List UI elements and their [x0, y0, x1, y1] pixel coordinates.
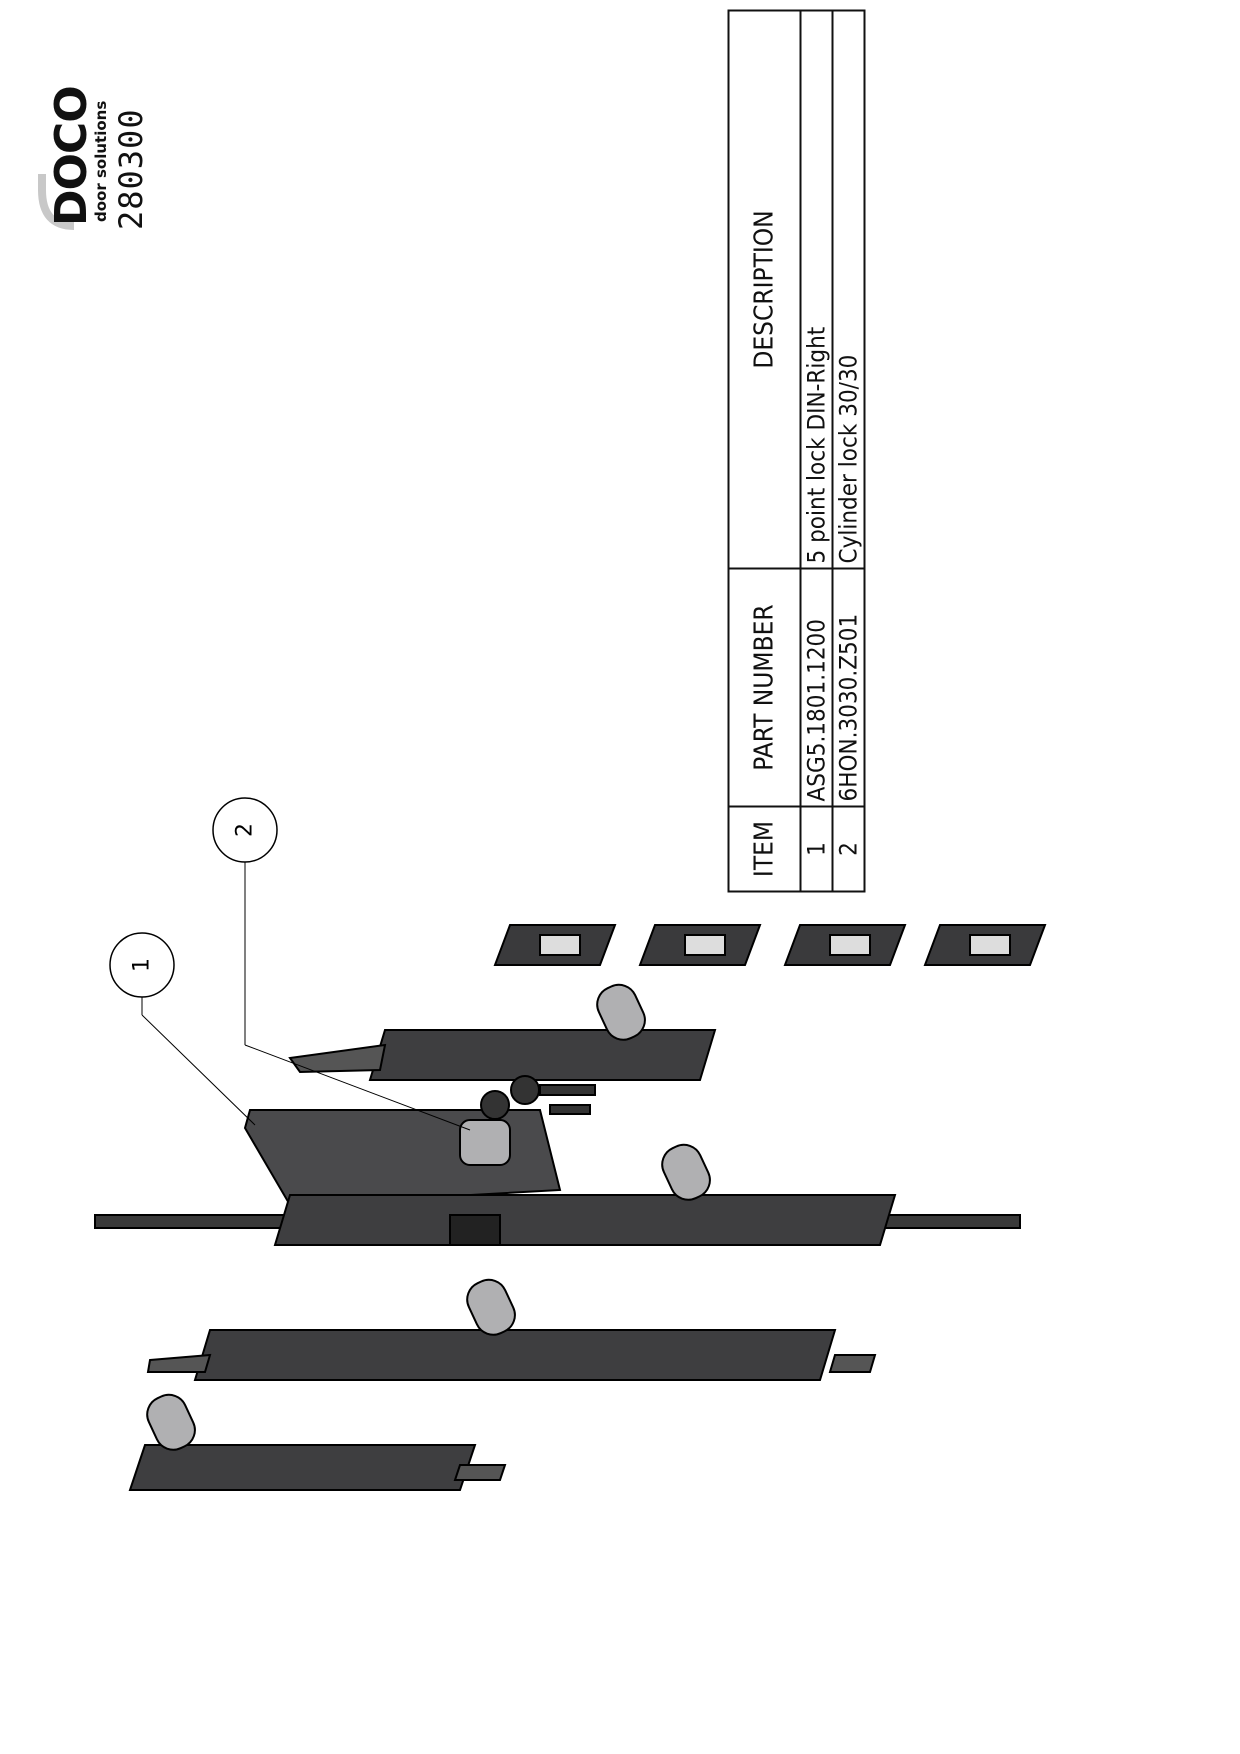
callout-2: 2: [212, 797, 471, 1131]
callout-1: 1: [109, 932, 256, 1126]
header-item: ITEM: [728, 806, 801, 892]
hook-bolt: [596, 983, 646, 1041]
main-faceplate: [273, 1194, 897, 1246]
table-header-row: ITEM PART NUMBER DESCRIPTION: [728, 10, 801, 892]
middle-locking-bar: [193, 1329, 837, 1381]
part-number-cell: 6HON.3030.Z501: [832, 568, 865, 807]
hook-bolt: [146, 1393, 196, 1451]
svg-text:2: 2: [233, 823, 258, 837]
hook-bolt: [466, 1278, 516, 1336]
header-description: DESCRIPTION: [728, 10, 801, 569]
latch: [449, 1214, 501, 1246]
keys-icon: [480, 1075, 596, 1120]
hook-bolt: [661, 1143, 711, 1201]
table-row: 2 6HON.3030.Z501 Cylinder lock 30/30: [832, 10, 865, 892]
logo-swoosh-icon: [38, 174, 75, 230]
bill-of-materials-table: ITEM PART NUMBER DESCRIPTION 1 ASG5.1801…: [728, 10, 865, 893]
item-cell: 1: [800, 806, 833, 892]
table-row: 1 ASG5.1801.1200 5 point lock DIN-Right: [800, 10, 833, 892]
description-cell: 5 point lock DIN-Right: [800, 10, 833, 569]
lock-gearbox: [243, 1109, 562, 1207]
svg-text:1: 1: [130, 958, 155, 972]
cylinder-lock: [459, 1119, 511, 1166]
upper-locking-bar: [368, 1029, 717, 1081]
header-part-number: PART NUMBER: [728, 568, 801, 807]
part-number-cell: ASG5.1801.1200: [800, 568, 833, 807]
lower-locking-bar: [128, 1444, 477, 1491]
item-cell: 2: [832, 806, 865, 892]
logo-block: DOCO door solutions 280300: [38, 62, 150, 230]
description-cell: Cylinder lock 30/30: [832, 10, 865, 569]
